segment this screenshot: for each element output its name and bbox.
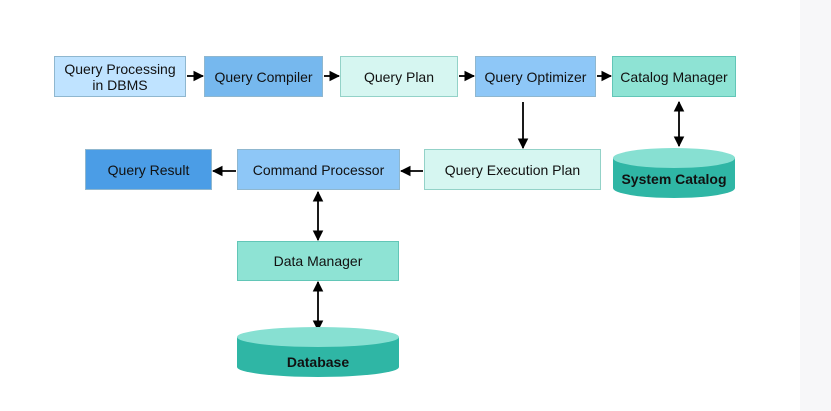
command-processor-node: Command Processor bbox=[237, 149, 400, 190]
query-plan-node: Query Plan bbox=[340, 56, 458, 97]
data-manager-node: Data Manager bbox=[237, 241, 399, 281]
query-processing-label: Query Processing in DBMS bbox=[64, 60, 176, 93]
system-catalog-label: System Catalog bbox=[621, 171, 727, 187]
query-optimizer-label: Query Optimizer bbox=[484, 68, 587, 85]
query-execution-plan-node: Query Execution Plan bbox=[424, 149, 601, 190]
query-optimizer-node: Query Optimizer bbox=[475, 56, 596, 97]
command-processor-label: Command Processor bbox=[252, 161, 385, 178]
query-result-label: Query Result bbox=[107, 161, 190, 178]
query-execution-plan-label: Query Execution Plan bbox=[444, 161, 581, 178]
query-processing-node: Query Processing in DBMS bbox=[54, 56, 186, 97]
data-manager-label: Data Manager bbox=[273, 253, 363, 269]
system-catalog-cylinder-top bbox=[613, 148, 735, 168]
query-compiler-label: Query Compiler bbox=[214, 68, 313, 85]
side-panel bbox=[800, 0, 831, 411]
database-label: Database bbox=[286, 354, 350, 370]
query-result-node: Query Result bbox=[85, 149, 212, 190]
query-compiler-node: Query Compiler bbox=[204, 56, 323, 97]
catalog-manager-label: Catalog Manager bbox=[620, 68, 728, 85]
database-cylinder-top bbox=[237, 327, 399, 347]
catalog-manager-node: Catalog Manager bbox=[612, 56, 736, 97]
query-plan-label: Query Plan bbox=[363, 68, 435, 85]
